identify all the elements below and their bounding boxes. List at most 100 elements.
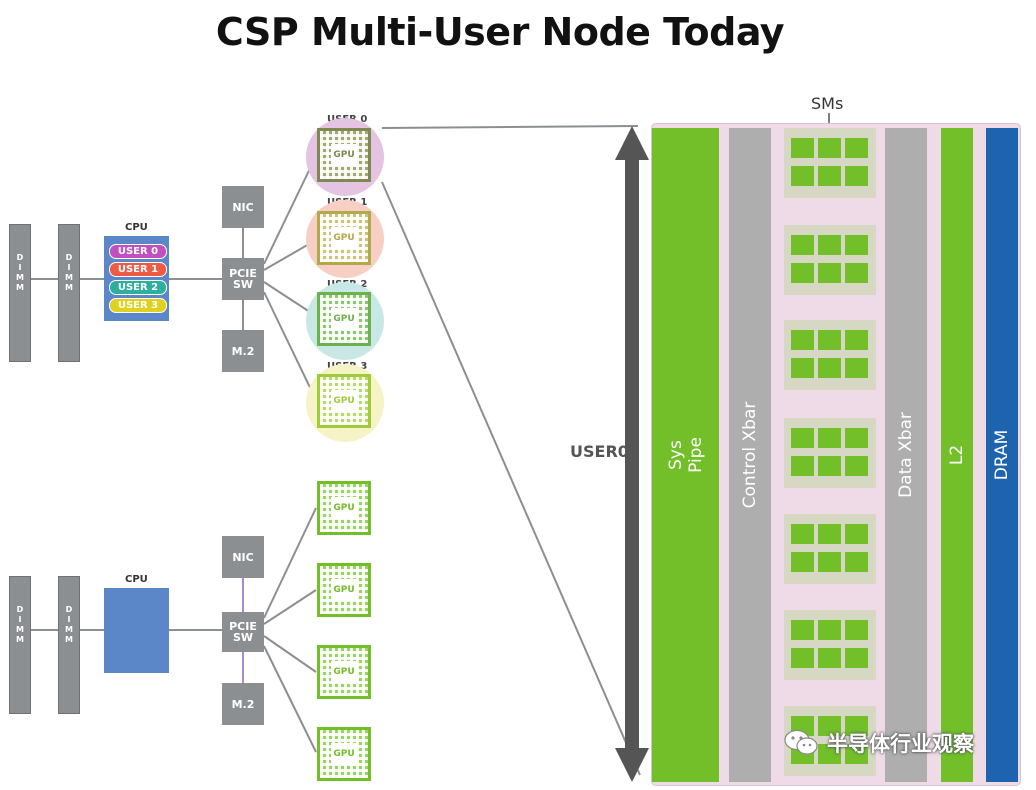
- switch-label: SW: [232, 278, 254, 291]
- sm-cell: [818, 428, 841, 448]
- cpu-label: CPU: [125, 222, 148, 233]
- gpu-label: GPU: [331, 743, 357, 765]
- cpu-block: [104, 588, 169, 673]
- sys-pipe-column: Sys Pipe: [652, 128, 719, 782]
- gpu-chip: GPU: [317, 374, 371, 428]
- data-xbar-label: Data Xbar: [896, 412, 916, 498]
- cpu-label: CPU: [125, 574, 148, 585]
- switch-label: SW: [232, 631, 254, 644]
- sm-cell: [818, 620, 841, 640]
- sm-cell: [791, 235, 814, 255]
- dram-column: DRAM: [986, 128, 1018, 782]
- sm-cell: [818, 648, 841, 668]
- sms-label: SMs: [811, 94, 844, 113]
- sm-cell: [791, 263, 814, 283]
- cpu-user-pill: USER 2: [109, 280, 167, 295]
- watermark-text: 半导体行业观察: [827, 732, 974, 756]
- gpu-chip: GPU: [317, 727, 371, 781]
- nic-box: NIC: [222, 536, 264, 578]
- sm-cell: [818, 263, 841, 283]
- sm-block: [784, 610, 876, 680]
- cpu-user-pill: USER 3: [109, 298, 167, 313]
- pcie-label: PCIE: [229, 620, 257, 633]
- sm-cell: [845, 524, 868, 544]
- sm-block: [784, 225, 876, 295]
- m2-box: M.2: [222, 683, 264, 725]
- sys-pipe-label: Sys Pipe: [666, 437, 706, 473]
- gpu-label: GPU: [331, 497, 357, 519]
- gpu-chip: GPU: [317, 645, 371, 699]
- gpu-label: GPU: [331, 227, 357, 249]
- sm-cell: [845, 138, 868, 158]
- pcie-switch-box: PCIE SW: [222, 258, 264, 300]
- gpu-label: GPU: [331, 661, 357, 683]
- sm-cell: [845, 358, 868, 378]
- sm-block: [784, 128, 876, 198]
- sm-cell: [791, 524, 814, 544]
- gpu-label: GPU: [331, 144, 357, 166]
- l2-column: L2: [941, 128, 973, 782]
- pipe-label: Pipe: [685, 437, 706, 473]
- sm-cell: [791, 358, 814, 378]
- sm-cell: [845, 235, 868, 255]
- cpu-user-pill: USER 0: [109, 244, 167, 259]
- wechat-icon: [784, 729, 818, 755]
- sm-block: [784, 514, 876, 584]
- gpu-chip: GPU: [317, 563, 371, 617]
- page-title: CSP Multi-User Node Today: [215, 10, 785, 54]
- sm-cell: [818, 138, 841, 158]
- sm-cell: [845, 716, 868, 736]
- l2-label: L2: [947, 444, 967, 466]
- sm-cell: [791, 620, 814, 640]
- pcie-switch-box: PCIE SW: [222, 612, 264, 652]
- sm-cell: [845, 428, 868, 448]
- watermark: 半导体行业观察: [783, 728, 974, 758]
- sm-cell: [791, 428, 814, 448]
- sm-cell: [818, 456, 841, 476]
- sm-cell: [845, 263, 868, 283]
- sm-cell: [845, 744, 868, 764]
- sm-block: [784, 320, 876, 390]
- gpu-label: GPU: [331, 390, 357, 412]
- sm-cell: [845, 456, 868, 476]
- gpu-chip: GPU: [317, 128, 371, 182]
- sm-cell: [791, 138, 814, 158]
- gpu-label: GPU: [331, 308, 357, 330]
- gpu-chip: GPU: [317, 292, 371, 346]
- gpu-chip: GPU: [317, 481, 371, 535]
- gpu-label: GPU: [331, 579, 357, 601]
- sm-cell: [818, 552, 841, 572]
- sm-cell: [791, 648, 814, 668]
- data-xbar-column: Data Xbar: [885, 128, 927, 782]
- sm-cell: [818, 330, 841, 350]
- sm-cell: [818, 744, 841, 764]
- sm-block: [784, 418, 876, 488]
- sm-cell: [818, 358, 841, 378]
- control-xbar-column: Control Xbar: [729, 128, 771, 782]
- control-xbar-label: Control Xbar: [740, 401, 760, 509]
- sm-cell: [791, 166, 814, 186]
- sm-cell: [791, 330, 814, 350]
- sm-cell: [845, 620, 868, 640]
- dram-label: DRAM: [992, 429, 1012, 481]
- cpu-block: USER 0 USER 1 USER 2 USER 3: [104, 236, 169, 321]
- sm-cell: [818, 166, 841, 186]
- sm-cell: [845, 648, 868, 668]
- sm-cell: [791, 456, 814, 476]
- sm-cell: [845, 552, 868, 572]
- sm-cell: [791, 552, 814, 572]
- user0-range-label: USER0: [570, 442, 629, 461]
- cpu-user-pill: USER 1: [109, 262, 167, 277]
- gpu-chip: GPU: [317, 211, 371, 265]
- sm-cell: [818, 524, 841, 544]
- pcie-label: PCIE: [229, 267, 257, 280]
- m2-box: M.2: [222, 330, 264, 372]
- nic-box: NIC: [222, 186, 264, 228]
